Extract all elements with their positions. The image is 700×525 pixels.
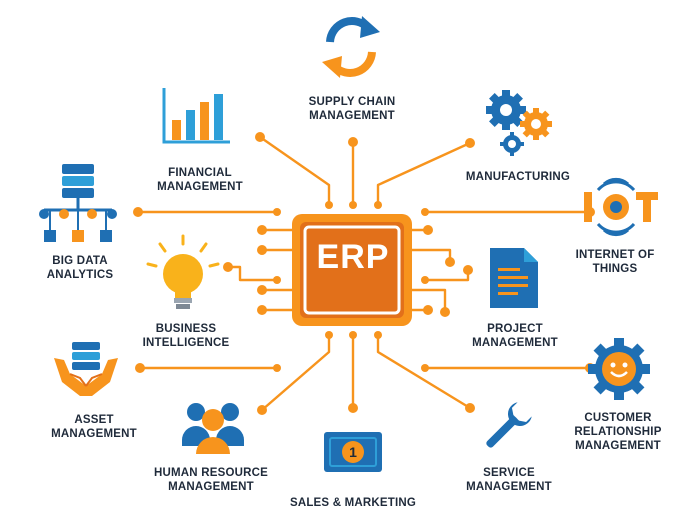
erp-label: ERP bbox=[316, 238, 390, 276]
lightbulb-icon bbox=[146, 234, 220, 309]
hands-holding-coins-icon bbox=[54, 342, 118, 396]
bar-chart-icon bbox=[162, 88, 230, 144]
people-group-icon bbox=[182, 403, 244, 454]
label-supply-chain: SUPPLY CHAIN MANAGEMENT bbox=[308, 96, 396, 122]
label-crm: CUSTOMER RELATIONSHIP MANAGEMENT bbox=[574, 412, 662, 452]
label-service: SERVICE MANAGEMENT bbox=[466, 467, 552, 493]
database-network-icon bbox=[39, 164, 117, 242]
wrench-icon bbox=[486, 402, 532, 448]
gears-icon bbox=[486, 90, 552, 156]
label-project: PROJECT MANAGEMENT bbox=[472, 323, 558, 349]
label-big-data: BIG DATA ANALYTICS bbox=[46, 255, 114, 281]
label-business-intelligence: BUSINESS INTELLIGENCE bbox=[142, 323, 230, 349]
label-hr: HUMAN RESOURCE MANAGEMENT bbox=[154, 467, 268, 493]
label-asset: ASSET MANAGEMENT bbox=[51, 414, 137, 440]
iot-signal-icon bbox=[584, 177, 658, 237]
document-icon bbox=[490, 248, 538, 308]
label-financial: FINANCIAL MANAGEMENT bbox=[157, 167, 243, 193]
banknote-badge: 1 bbox=[349, 444, 357, 460]
label-manufacturing: MANUFACTURING bbox=[465, 171, 571, 183]
label-sales: SALES & MARKETING bbox=[289, 497, 417, 509]
label-iot: INTERNET OF THINGS bbox=[575, 249, 655, 275]
smiley-gear-icon bbox=[588, 338, 650, 400]
erp-chip bbox=[292, 214, 412, 326]
refresh-cycle-icon bbox=[322, 16, 380, 78]
banknote-icon: 1 bbox=[324, 432, 382, 472]
